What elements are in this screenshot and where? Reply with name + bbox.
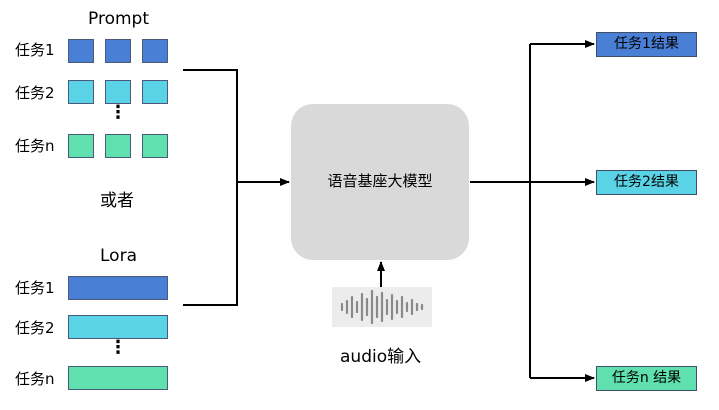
prompt-row-label: 任务1	[15, 41, 55, 59]
prompt-token	[68, 39, 94, 63]
prompt-connector	[183, 69, 238, 182]
or-label: 或者	[100, 191, 134, 211]
prompt-row-label: 任务2	[15, 84, 55, 102]
prompt-token	[142, 39, 168, 63]
lora-bar	[68, 366, 168, 390]
prompt-title: Prompt	[88, 9, 149, 29]
prompt-token	[142, 80, 168, 104]
prompt-ellipsis: ⋮	[109, 102, 127, 123]
prompt-token	[142, 134, 168, 158]
audio-input-label: audio输入	[340, 347, 422, 367]
prompt-token	[68, 80, 94, 104]
speech-foundation-model-box	[291, 104, 469, 260]
lora-ellipsis: ⋮	[109, 337, 127, 358]
prompt-token	[105, 134, 131, 158]
result-box: 任务1结果	[596, 32, 697, 57]
result-box: 任务2结果	[596, 170, 697, 195]
prompt-token	[105, 39, 131, 63]
result-box: 任务n 结果	[596, 366, 697, 391]
lora-row-label: 任务2	[15, 319, 55, 337]
waveform-icon	[332, 287, 432, 327]
speech-foundation-model-label: 语音基座大模型	[327, 172, 433, 190]
prompt-row-label: 任务n	[15, 137, 55, 155]
prompt-token	[68, 134, 94, 158]
lora-bar	[68, 276, 168, 300]
lora-bar	[68, 315, 168, 339]
lora-row-label: 任务n	[15, 370, 55, 388]
prompt-token	[105, 80, 131, 104]
lora-title: Lora	[100, 246, 137, 266]
lora-connector	[183, 182, 238, 306]
lora-row-label: 任务1	[15, 279, 55, 297]
